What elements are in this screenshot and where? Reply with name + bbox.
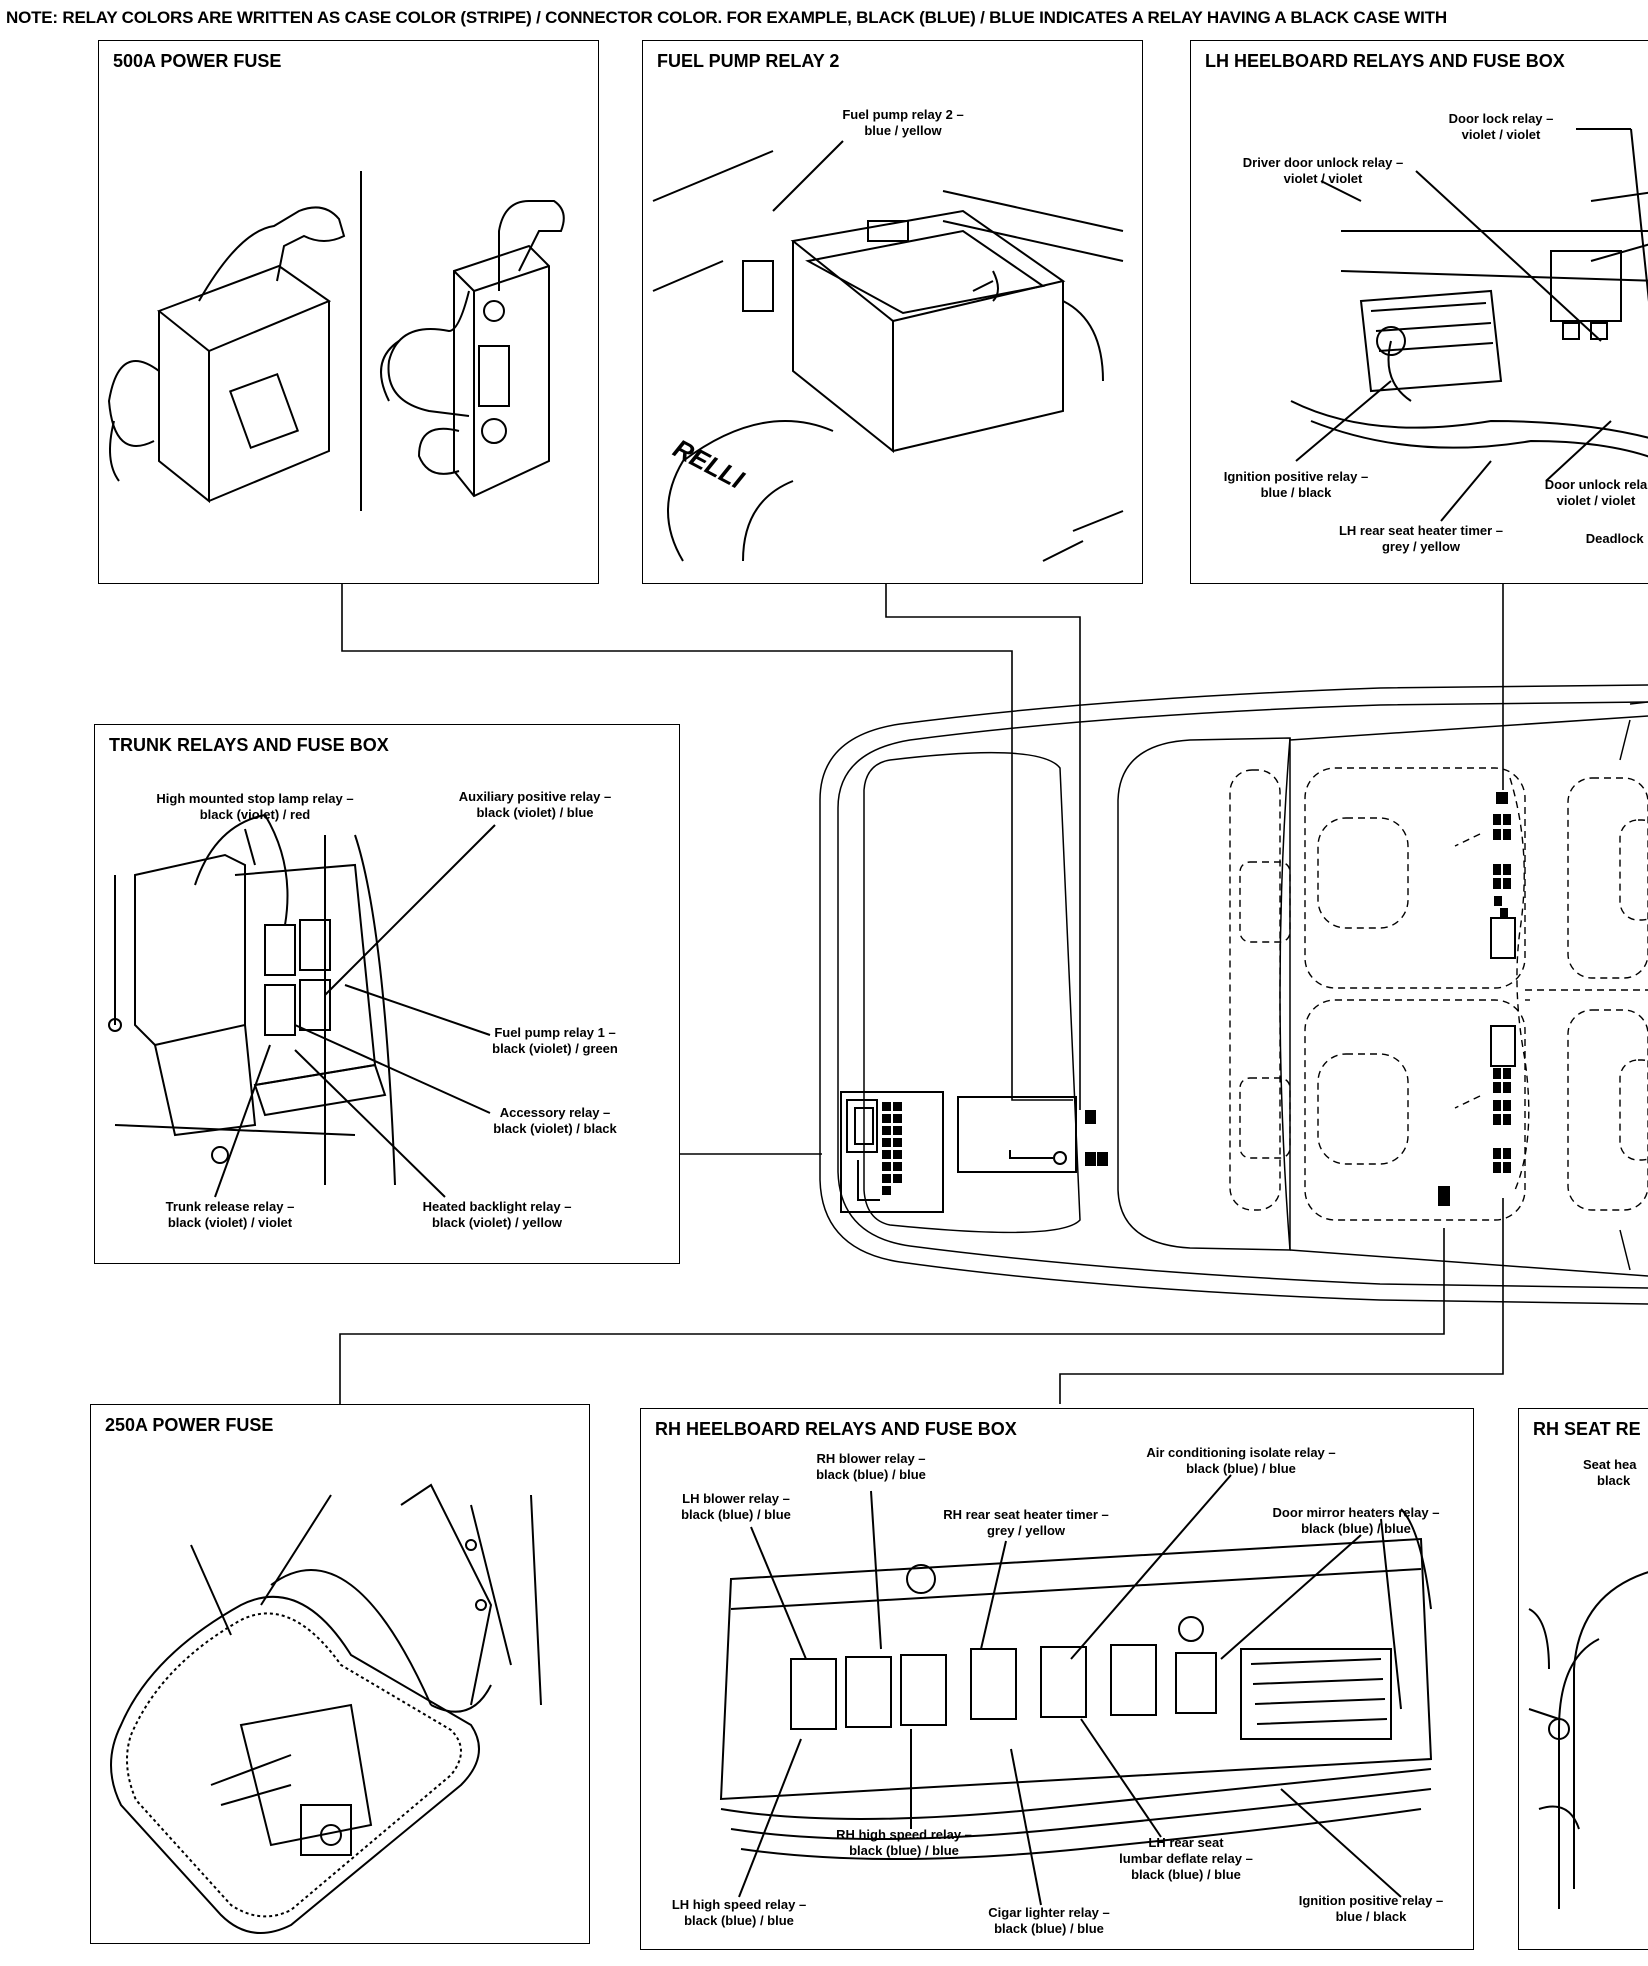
panel-title: 250A POWER FUSE [105,1415,274,1435]
power-fuse-illustration [107,171,565,511]
panel-title: FUEL PUMP RELAY 2 [657,51,840,71]
fuel-pump-relay-illustration: RELLI [652,140,1124,562]
panel-fuel-pump-relay-2: FUEL PUMP RELAY 2 Fuel pump relay 2 – bl… [642,40,1143,584]
label-fuel-pump-relay-2: Fuel pump relay 2 – blue / yellow [842,107,964,138]
lh-heelboard-illustration [1290,128,1648,522]
panel-title: LH HEELBOARD RELAYS AND FUSE BOX [1205,51,1565,71]
power-fuse-250a-illustration [110,1483,542,1934]
label-ignition-positive-relay: Ignition positive relay –blue / black [1223,469,1369,500]
trunk-relays-illustration [108,813,496,1198]
panel-title: 500A POWER FUSE [113,51,282,71]
label-lh-blower-relay: LH blower relay –black (blue) / blue [681,1491,791,1522]
label-accessory-relay: Accessory relay –black (violet) / black [493,1105,617,1136]
panel-lh-heelboard: LH HEELBOARD RELAYS AND FUSE BOX Door lo… [1190,40,1648,584]
label-fuel-pump-relay-1: Fuel pump relay 1 –black (violet) / gree… [492,1025,618,1056]
panel-title: RH HEELBOARD RELAYS AND FUSE BOX [655,1419,1017,1439]
label-high-mounted-stop-lamp-relay: High mounted stop lamp relay –black (vio… [156,791,354,822]
label-door-mirror-heaters-relay: Door mirror heaters relay –black (blue) … [1272,1505,1440,1536]
panel-250a-power-fuse: 250A POWER FUSE [90,1404,590,1944]
label-lh-high-speed-relay: LH high speed relay –black (blue) / blue [671,1897,807,1928]
panel-500a-power-fuse: 500A POWER FUSE [98,40,599,584]
rh-seat-illustration [1528,1571,1648,1909]
panel-title: TRUNK RELAYS AND FUSE BOX [109,735,389,755]
tire-text: RELLI [668,433,749,495]
label-rh-rear-seat-heater-timer: RH rear seat heater timer –grey / yellow [943,1507,1109,1538]
label-cigar-lighter-relay: Cigar lighter relay –black (blue) / blue [988,1905,1110,1936]
panel-title: RH SEAT RE [1533,1419,1641,1439]
label-ignition-positive-relay-rh: Ignition positive relay –blue / black [1298,1893,1444,1924]
label-door-lock-relay: Door lock relay –violet / violet [1448,111,1554,142]
label-trunk-release-relay: Trunk release relay –black (violet) / vi… [165,1199,295,1230]
label-rh-blower-relay: RH blower relay –black (blue) / blue [816,1451,926,1482]
note-text: NOTE: RELAY COLORS ARE WRITTEN AS CASE C… [6,8,1447,27]
label-driver-door-unlock-relay: Driver door unlock relay –violet / viole… [1242,155,1404,186]
label-lh-rear-seat-heater-timer: LH rear seat heater timer –grey / yellow [1338,523,1504,554]
label-auxiliary-positive-relay: Auxiliary positive relay –black (violet)… [458,789,612,820]
panel-trunk-relays: TRUNK RELAYS AND FUSE BOX High mounted s… [94,724,680,1264]
label-heated-backlight-relay: Heated backlight relay –black (violet) /… [422,1199,572,1230]
label-ac-isolate-relay: Air conditioning isolate relay –black (b… [1146,1445,1336,1476]
label-deadlock-relay: Deadlock r [1585,531,1648,546]
rh-heelboard-illustration [719,1474,1433,1906]
panel-rh-heelboard: RH HEELBOARD RELAYS AND FUSE BOX RH blow… [640,1408,1474,1950]
